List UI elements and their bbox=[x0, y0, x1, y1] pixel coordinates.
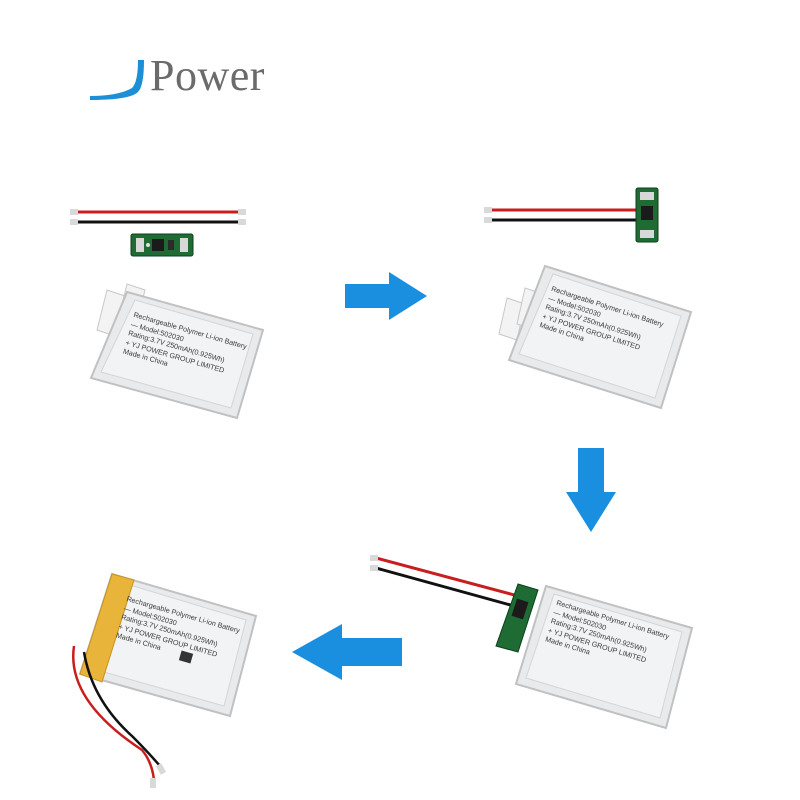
brand-name: Power bbox=[150, 51, 265, 100]
brand-mark-icon bbox=[90, 60, 144, 100]
arrow-right-icon bbox=[345, 272, 427, 320]
brand-logo: Power bbox=[88, 52, 298, 102]
battery-cell-3: Rechargeable Polymer Li-ion Battery — Mo… bbox=[510, 582, 696, 732]
finished-battery-leads bbox=[72, 645, 167, 788]
arrow-down-icon bbox=[566, 448, 616, 532]
loose-wires bbox=[70, 209, 246, 225]
battery-cell: Rechargeable Polymer Li-ion Battery — Mo… bbox=[85, 280, 265, 420]
protection-pcb bbox=[130, 233, 194, 257]
wired-pcb bbox=[484, 187, 659, 243]
arrow-left-icon bbox=[292, 624, 402, 680]
battery-cell-2: Rechargeable Polymer Li-ion Battery — Mo… bbox=[495, 262, 695, 412]
attached-wires bbox=[370, 555, 539, 653]
finished-battery-cell: Rechargeable Polymer Li-ion Battery — Mo… bbox=[62, 570, 258, 720]
